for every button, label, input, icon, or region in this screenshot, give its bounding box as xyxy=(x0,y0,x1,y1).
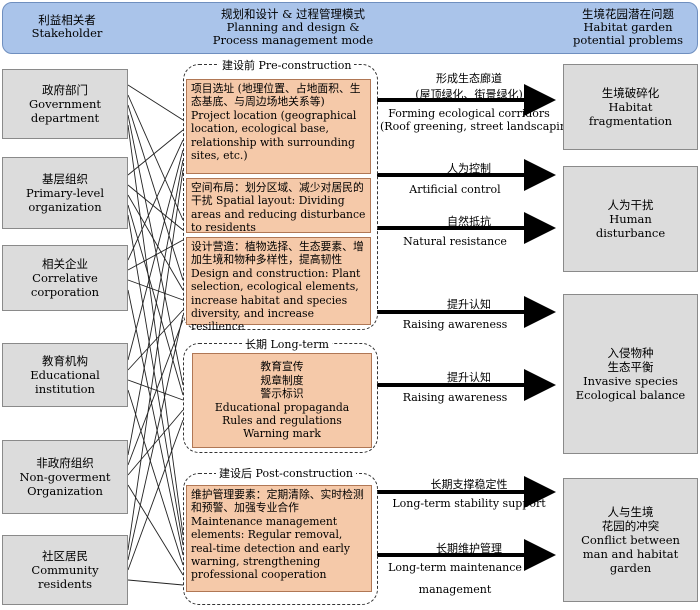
box-spatial-layout: 空间布局：划分区域、减少对居民的干扰 Spatial layout: Divid… xyxy=(186,178,371,235)
stakeholder-educational: 教育机构 Educational institution xyxy=(2,343,128,407)
problem-invasive-species: 入侵物种 生态平衡 Invasive species Ecological ba… xyxy=(563,294,698,454)
box-project-location: 项目选址 (地理位置、占地面积、生态基底、与周边场地关系等) Project l… xyxy=(186,79,371,174)
problem-label: Ecological balance xyxy=(575,388,686,402)
arrow-label-maintenance-zh: 长期维护管理 xyxy=(436,542,502,555)
phase-long-label: 长期 Long-term xyxy=(242,336,332,352)
problem-label: 花园的冲突 xyxy=(601,519,660,533)
arrow-label-maintenance-en2: management xyxy=(418,583,492,596)
arrow-label-awareness-en: Raising awareness xyxy=(402,318,508,331)
arrow-label-line: (屋顶绿化、街景绿化) xyxy=(415,88,523,101)
problem-label: 人为干扰 xyxy=(607,198,654,212)
header-problems-zh: 生境花园潜在问题 xyxy=(582,7,674,21)
box-education-line: 规章制度 xyxy=(260,373,304,387)
stakeholder-corporation: 相关企业 Correlative corporation xyxy=(2,245,128,311)
stakeholder-community: 社区居民 Community residents xyxy=(2,535,128,605)
problem-human-disturbance: 人为干扰 Human disturbance xyxy=(563,166,698,272)
arrow-label-corridors-en: Forming ecological corridors (Roof green… xyxy=(380,107,579,133)
arrow-label-natural-zh: 自然抵抗 xyxy=(447,215,491,228)
stakeholder-label: Organization xyxy=(27,484,103,498)
stakeholder-label: Correlative xyxy=(32,271,98,285)
stakeholder-label: organization xyxy=(28,200,102,214)
header-planning-zh: 规划和设计 & 过程管理模式 xyxy=(220,7,366,21)
problem-habitat-fragmentation: 生境破碎化 Habitat fragmentation xyxy=(563,64,698,150)
stakeholder-ngo: 非政府组织 Non-goverment Organization xyxy=(2,440,128,514)
box-education-line: 教育宣传 xyxy=(260,360,304,374)
arrow-label-stability-en: Long-term stability support xyxy=(392,497,546,510)
box-design-construction-text: 设计营造：植物选择、生态要素、增加生境和物种多样性，提高韧性 Design an… xyxy=(191,240,364,334)
problem-label: garden xyxy=(609,561,652,575)
box-design-construction: 设计营造：植物选择、生态要素、增加生境和物种多样性，提高韧性 Design an… xyxy=(186,237,371,333)
header-stakeholder: 利益相关者 Stakeholder xyxy=(7,14,127,40)
stakeholder-primary-level: 基层组织 Primary-level organization xyxy=(2,157,128,229)
stakeholder-label: Primary-level xyxy=(25,186,105,200)
header-stakeholder-zh: 利益相关者 xyxy=(38,13,96,27)
stakeholder-label: 相关企业 xyxy=(42,257,88,271)
arrow-label-maintenance-en: Long-term maintenance xyxy=(388,561,522,574)
arrow-label-stability-zh: 长期支撑稳定性 xyxy=(430,478,508,491)
stakeholder-label: residents xyxy=(38,577,92,591)
problem-conflict: 人与生境 花园的冲突 Conflict between man and habi… xyxy=(563,478,698,602)
header-planning: 规划和设计 & 过程管理模式 Planning and design & Pro… xyxy=(198,8,388,47)
box-education-line: Warning mark xyxy=(243,427,321,441)
problem-label: Habitat xyxy=(608,100,653,114)
box-education-line: Educational propaganda xyxy=(214,400,350,414)
flow-arrows xyxy=(377,84,556,571)
arrow-label-corridors: 形成生态廊道 (屋顶绿化、街景绿化) xyxy=(380,70,558,102)
box-education-line: 警示标识 xyxy=(260,387,304,401)
arrow-label-awareness-zh: 提升认知 xyxy=(447,298,491,311)
header-problems-en1: Habitat garden xyxy=(583,20,673,34)
box-project-location-text: 项目选址 (地理位置、占地面积、生态基底、与周边场地关系等) Project l… xyxy=(191,82,361,163)
stakeholder-government: 政府部门 Government department xyxy=(2,69,128,139)
header-stakeholder-en: Stakeholder xyxy=(31,26,103,40)
phase-post-label: 建设后 Post-construction xyxy=(216,465,356,481)
problem-label: 入侵物种 xyxy=(607,346,654,360)
stakeholder-label: Community xyxy=(31,563,99,577)
stakeholder-label: department xyxy=(30,111,100,125)
problem-label: Human xyxy=(609,212,652,226)
problem-label: Conflict between xyxy=(581,533,680,547)
box-education: 教育宣传 规章制度 警示标识 Educational propaganda Ru… xyxy=(192,353,372,448)
header-problems: 生境花园潜在问题 Habitat garden potential proble… xyxy=(563,8,693,47)
stakeholder-label: corporation xyxy=(30,285,100,299)
box-maintenance: 维护管理要素：定期清除、实时检测和预警、加强专业合作 Maintenance m… xyxy=(186,485,372,592)
problem-label: 生境破碎化 xyxy=(601,86,660,100)
stakeholder-links xyxy=(127,84,184,586)
stakeholder-label: Non-goverment xyxy=(19,470,111,484)
stakeholder-label: 基层组织 xyxy=(42,172,88,186)
stakeholder-label: institution xyxy=(35,382,95,396)
problem-label: 生态平衡 xyxy=(607,360,654,374)
problem-label: Invasive species xyxy=(583,374,678,388)
arrow-label-line: 形成生态廊道 xyxy=(436,72,502,85)
box-maintenance-text: 维护管理要素：定期清除、实时检测和预警、加强专业合作 Maintenance m… xyxy=(191,488,364,582)
header-planning-en2: Process management mode xyxy=(212,33,374,47)
stakeholder-label: 非政府组织 xyxy=(36,456,94,470)
phase-pre-label: 建设前 Pre-construction xyxy=(219,57,355,73)
arrow-label-line: (Roof greening, street landscaping) xyxy=(380,120,579,133)
problem-label: 人与生境 xyxy=(607,505,654,519)
stakeholder-label: Educational xyxy=(30,368,100,382)
header-problems-en2: potential problems xyxy=(572,33,684,47)
arrow-label-line: Forming ecological corridors xyxy=(388,107,550,120)
stakeholder-label: 社区居民 xyxy=(42,549,88,563)
problem-label: disturbance xyxy=(595,226,666,240)
box-education-line: Rules and regulations xyxy=(222,413,342,427)
box-spatial-layout-text: 空间布局：划分区域、减少对居民的干扰 Spatial layout: Divid… xyxy=(191,181,366,235)
arrow-label-artificial-en: Artificial control xyxy=(409,183,501,196)
problem-label: man and habitat xyxy=(582,547,679,561)
arrow-label-artificial-zh: 人为控制 xyxy=(447,162,491,175)
arrow-label-awareness2-en: Raising awareness xyxy=(402,391,508,404)
stakeholder-label: 政府部门 xyxy=(42,83,88,97)
stakeholder-label: Government xyxy=(28,97,102,111)
stakeholder-label: 教育机构 xyxy=(42,354,88,368)
problem-label: fragmentation xyxy=(588,114,673,128)
arrow-label-awareness2-zh: 提升认知 xyxy=(447,371,491,384)
header-planning-en1: Planning and design & xyxy=(226,20,360,34)
header-bar: 利益相关者 Stakeholder 规划和设计 & 过程管理模式 Plannin… xyxy=(2,2,698,54)
arrow-label-natural-en: Natural resistance xyxy=(403,235,507,248)
